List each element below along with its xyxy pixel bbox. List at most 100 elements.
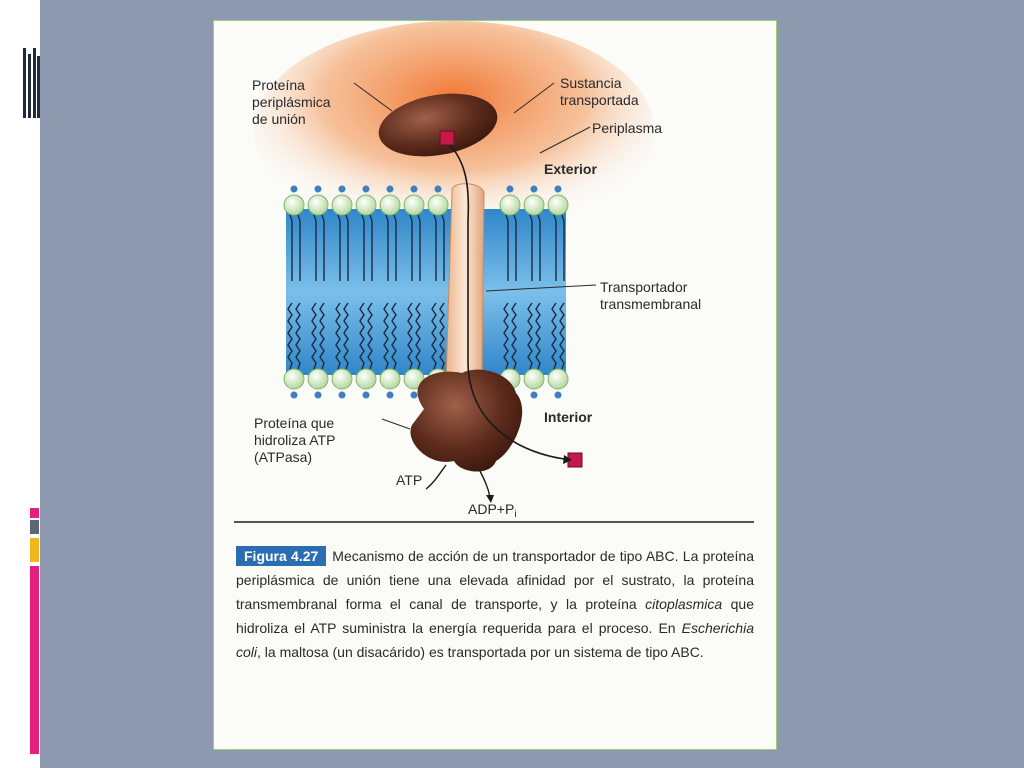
arrowhead <box>563 455 572 464</box>
head-dot <box>554 185 562 193</box>
phospholipid-head <box>355 194 377 216</box>
head-dot <box>314 391 322 399</box>
atpase-protein <box>410 369 523 472</box>
transmembrane-transporter <box>445 183 485 397</box>
lipid-tail <box>297 214 301 281</box>
head-dot <box>530 185 538 193</box>
phospholipid-head <box>331 194 353 216</box>
lipid-tail <box>409 214 413 281</box>
head-dot <box>290 185 298 193</box>
head-dot <box>410 391 418 399</box>
phospholipid-head <box>379 194 401 216</box>
substrate-molecule <box>439 130 455 146</box>
lipid-tail <box>439 302 445 370</box>
figure-number-badge: Figura 4.27 <box>236 546 327 566</box>
lipid-tail <box>559 302 565 370</box>
head-dot <box>386 185 394 193</box>
lipid-tail <box>361 214 365 281</box>
adp-subscript: i <box>514 509 517 520</box>
lipid-tail <box>321 214 325 281</box>
lipid-tail <box>385 214 389 281</box>
lipid-tail <box>383 302 389 370</box>
lipid-tail <box>313 214 317 281</box>
lipid-tail <box>529 214 533 281</box>
deco-bar-grey <box>30 520 39 534</box>
caption-text-3: , la maltosa (un disacárido) es transpor… <box>257 644 704 660</box>
label-atpase: Proteína que hidroliza ATP (ATPasa) <box>254 415 336 465</box>
label-leader-lines <box>353 82 597 430</box>
lipid-tail <box>369 214 373 281</box>
phospholipid-head <box>379 368 401 390</box>
lipid-tail <box>505 214 509 281</box>
abc-transporter-diagram <box>254 21 654 503</box>
phospholipid-head <box>499 194 521 216</box>
textbook-page: Proteína periplásmica de unión Sustancia… <box>213 20 777 750</box>
deco-bar-pink-long <box>30 566 39 754</box>
lipid-tail <box>561 214 565 281</box>
transport-path-arrow <box>449 144 565 460</box>
head-dot <box>362 391 370 399</box>
membrane-core <box>286 209 566 375</box>
phospholipid-head <box>427 194 449 216</box>
lipid-tail <box>337 214 341 281</box>
lipid-tail <box>511 302 517 370</box>
phospholipid-head <box>355 368 377 390</box>
periplasmic-binding-protein <box>378 93 498 157</box>
lipid-tail <box>391 302 397 370</box>
adp-arrowhead <box>486 495 494 503</box>
lipid-tail <box>319 302 325 370</box>
head-dot <box>530 391 538 399</box>
lipid-tail <box>335 302 341 370</box>
label-adp-pi: ADP+Pi <box>468 501 517 523</box>
deco-bar-pink-small <box>30 508 39 518</box>
head-dot <box>314 185 322 193</box>
label-interior: Interior <box>544 409 593 425</box>
lipid-tail <box>287 302 293 370</box>
deco-stripes <box>23 48 40 118</box>
atp-arrow <box>425 464 447 490</box>
phospholipid-head <box>283 194 305 216</box>
lipid-tail <box>393 214 397 281</box>
adp-arrow <box>479 470 491 498</box>
lipid-tail <box>433 214 437 281</box>
lipid-tail <box>441 214 445 281</box>
lipid-tail <box>535 302 541 370</box>
deco-bar-top <box>22 48 40 118</box>
lipid-tail <box>359 302 365 370</box>
caption-italic-2: Escherichia coli <box>236 620 754 660</box>
caption-italic-1: citoplasmica <box>645 596 723 612</box>
caption-divider <box>234 521 754 523</box>
lipid-tail <box>537 214 541 281</box>
lipid-tail <box>431 302 437 370</box>
phospholipid-head <box>547 194 569 216</box>
lipid-tail <box>553 214 557 281</box>
phospholipid-head <box>307 368 329 390</box>
head-dot <box>410 185 418 193</box>
phospholipid-head <box>523 194 545 216</box>
head-dot <box>362 185 370 193</box>
caption-text-2: que hidroliza el ATP suministra la energ… <box>236 596 754 636</box>
lipid-tail <box>367 302 373 370</box>
label-transported-substance: Sustancia transportada <box>560 75 639 108</box>
phospholipid-head <box>547 368 569 390</box>
lipid-tail <box>551 302 557 370</box>
lipid-tail <box>295 302 301 370</box>
phospholipid-head <box>523 368 545 390</box>
adp-text: ADP+P <box>468 501 515 517</box>
lipid-tails <box>287 214 565 370</box>
lipid-tail <box>417 214 421 281</box>
head-dot <box>554 391 562 399</box>
lipid-tail <box>503 302 509 370</box>
label-transporter: Transportador transmembranal <box>600 279 702 312</box>
label-exterior: Exterior <box>544 161 597 177</box>
phospholipid-heads <box>283 185 569 399</box>
lipid-tail <box>311 302 317 370</box>
lipid-tail <box>289 214 293 281</box>
phospholipid-head <box>307 194 329 216</box>
head-dot <box>338 391 346 399</box>
head-dot <box>290 391 298 399</box>
label-periplasm: Periplasma <box>592 120 663 136</box>
head-dot <box>434 185 442 193</box>
label-atp: ATP <box>396 472 423 488</box>
